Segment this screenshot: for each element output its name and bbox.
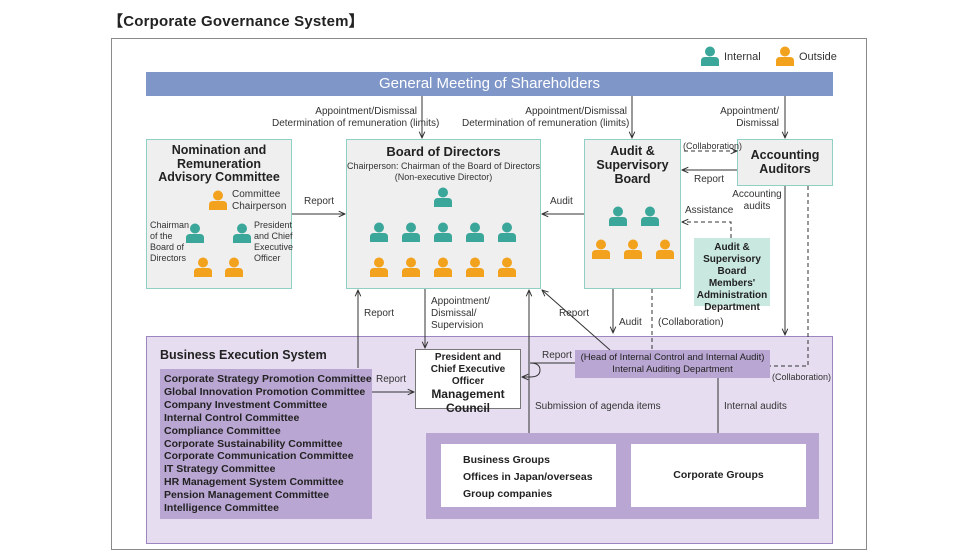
- list-item: Business Groups: [463, 454, 550, 466]
- internal-person-icon: [402, 222, 420, 242]
- internal-person-icon: [641, 206, 659, 226]
- business-groups-box: [441, 444, 616, 507]
- outside-person-icon: [402, 257, 420, 277]
- outside-person-icon: [466, 257, 484, 277]
- outside-person-icon: [624, 239, 642, 259]
- internal-person-icon: [370, 222, 388, 242]
- label-gms-auditors: Appointment/Dismissal: [720, 106, 779, 129]
- internal-person-icon: [498, 222, 516, 242]
- list-item: Corporate Sustainability Committee: [164, 437, 343, 450]
- label-report-nomination: Report: [304, 196, 335, 207]
- outside-person-icon: [370, 257, 388, 277]
- page-title: 【Corporate Governance System】: [108, 13, 364, 30]
- list-item: Corporate Communication Committee: [164, 450, 354, 463]
- internal-auditing-department: (Head of Internal Control and Internal A…: [575, 350, 770, 378]
- label-audit-asb-iad: Audit: [619, 317, 642, 328]
- label-collaboration-right: (Collaboration): [772, 372, 832, 382]
- label-report-committees: Report: [376, 374, 407, 385]
- outside-person-icon: [209, 190, 227, 210]
- outside-person-icon: [498, 257, 516, 277]
- list-item: Pension Management Committee: [164, 489, 330, 502]
- label-assistance: Assistance: [685, 205, 734, 216]
- label-audit-board: Audit: [550, 196, 573, 207]
- outside-person-icon: [225, 257, 243, 277]
- nomination-committee: [146, 139, 292, 289]
- label-appointment-ceo: Appointment/Dismissal/Supervision: [431, 296, 490, 331]
- legend-outside: Outside: [799, 51, 837, 63]
- internal-person-icon: [701, 46, 719, 66]
- list-item: Offices in Japan/overseas: [463, 471, 593, 483]
- label-report-iad-ceo: Report: [542, 350, 573, 361]
- general-meeting-of-shareholders: General Meeting of Shareholders: [146, 72, 833, 96]
- list-item: Intelligence Committee: [164, 502, 279, 515]
- board-title: Board of Directors: [386, 144, 501, 159]
- list-item: Corporate Strategy Promotion Committee: [164, 373, 372, 385]
- internal-person-icon: [609, 206, 627, 226]
- committee-list-box: [160, 369, 372, 519]
- internal-person-icon: [186, 223, 204, 243]
- outside-person-icon: [434, 257, 452, 277]
- list-item: Internal Control Committee: [164, 411, 300, 424]
- internal-person-icon: [434, 187, 452, 207]
- list-item: Compliance Committee: [164, 424, 281, 437]
- corporate-groups-label: Corporate Groups: [673, 469, 764, 481]
- outside-person-icon: [656, 239, 674, 259]
- internal-person-icon: [434, 222, 452, 242]
- committee-list: Corporate Strategy Promotion Committee G…: [164, 373, 372, 515]
- label-submission: Submission of agenda items: [535, 401, 661, 412]
- outside-person-icon: [194, 257, 212, 277]
- internal-person-icon: [233, 223, 251, 243]
- list-item: Group companies: [463, 488, 553, 500]
- label-internal-audits: Internal audits: [724, 401, 787, 412]
- label-collaboration-top: (Collaboration): [683, 141, 743, 151]
- outside-person-icon: [592, 239, 610, 259]
- list-item: IT Strategy Committee: [164, 463, 276, 476]
- legend-internal: Internal: [724, 51, 761, 63]
- label-report-auditors: Report: [694, 174, 725, 185]
- business-groups-list: Business Groups Offices in Japan/oversea…: [463, 452, 593, 503]
- label-report-bes: Report: [364, 308, 395, 319]
- accounting-auditors: [737, 139, 833, 186]
- list-item: HR Management System Committee: [164, 476, 344, 489]
- bes-title: Business Execution System: [160, 348, 327, 362]
- diagram-frame: [111, 38, 867, 550]
- label-collaboration-mid: (Collaboration): [658, 317, 724, 328]
- corporate-groups-box: [631, 444, 806, 507]
- list-item: Company Investment Committee: [164, 398, 328, 411]
- list-item: Global Innovation Promotion Committee: [164, 385, 366, 398]
- label-report-iad-board: Report: [559, 308, 590, 319]
- outside-person-icon: [776, 46, 794, 66]
- audit-supervisory-board: [584, 139, 681, 289]
- internal-person-icon: [466, 222, 484, 242]
- board-subtitle: Chairperson: Chairman of the Board of Di…: [346, 161, 541, 182]
